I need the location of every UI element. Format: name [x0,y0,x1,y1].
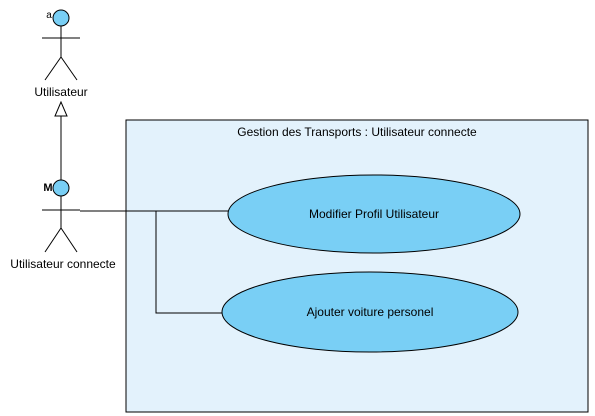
actor-head [52,9,70,27]
actor-badge: a [46,10,52,21]
generalization-edge[interactable] [54,100,68,180]
system-boundary-box [125,119,589,413]
actor-badge: M [43,182,52,194]
use-case-label: Modifier Profil Utilisateur [309,207,439,221]
use-case-label: Ajouter voiture personel [307,305,434,319]
actor-left-leg [44,56,62,81]
actor-right-leg [60,227,78,253]
generalization-arrowhead [54,100,68,117]
actor-utilisateur[interactable]: a Utilisateur [34,9,88,99]
actor-left-leg [44,227,62,253]
actor-name: Utilisateur [34,85,87,99]
association-line [80,210,222,314]
association-edge-ajouter-voiture[interactable] [80,210,222,314]
actor-name: Utilisateur connecte [10,257,116,271]
use-case-ellipse [221,271,519,353]
system-title: Gestion des Transports : Utilisateur con… [237,125,477,139]
use-case-modifier-profil[interactable]: Modifier Profil Utilisateur [227,174,521,254]
use-case-ellipse [227,174,521,254]
actor-right-leg [60,56,78,81]
actor-head [52,179,70,197]
use-case-ajouter-voiture[interactable]: Ajouter voiture personel [221,271,519,353]
system-boundary[interactable]: Gestion des Transports : Utilisateur con… [125,119,589,413]
actor-utilisateur-connecte[interactable]: M Utilisateur connecte [10,179,116,271]
